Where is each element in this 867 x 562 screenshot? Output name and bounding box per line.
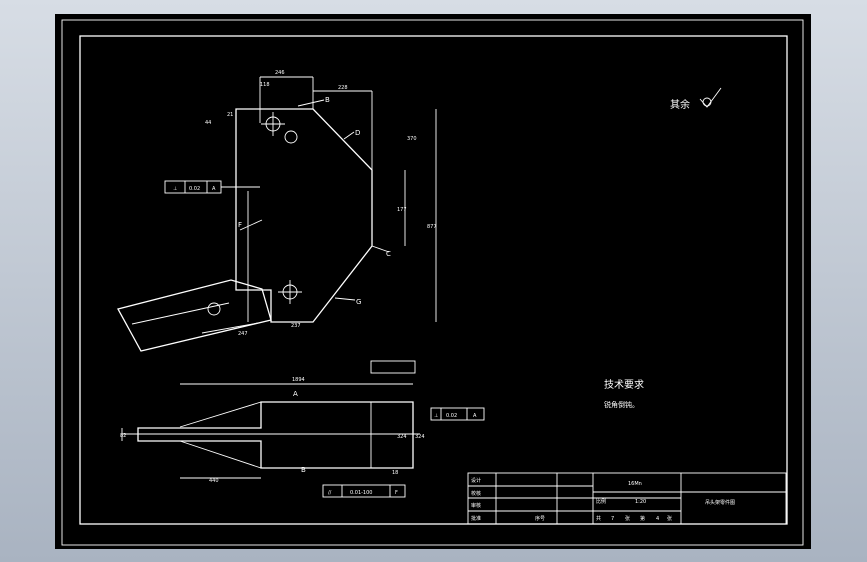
leader-G [334,297,356,301]
roughness-label: 其余 [670,98,690,111]
drawing-background [55,14,811,549]
dimension-228: 228 [338,85,348,91]
tolerance-frame-2 [430,407,485,421]
title-block [467,472,787,525]
title-block-scale-label: 比例 [596,498,606,505]
dimension-370: 370 [407,136,417,142]
title-block-review: 审核 [471,502,481,509]
title-block-check: 校核 [471,490,481,497]
title-block-total-value: 7 [611,516,614,522]
tolerance-value-1: 0.02 [189,186,200,192]
label-D: D [355,129,360,137]
title-block-material: 16Mn [628,481,642,487]
tolerance-frame-3 [322,484,406,498]
front-section-line [179,401,262,428]
leader-C [371,245,390,253]
dimension-21: 21 [227,112,233,118]
front-dimension-18: 18 [392,470,398,476]
dimension-118: 118 [260,82,270,88]
leader-D [343,131,355,140]
title-block-frame [467,472,787,525]
flatness-frame [370,360,416,374]
roughness-circle-icon [702,97,712,107]
outer-frame [61,19,804,546]
title-block-sheet-label: 第 [640,515,645,522]
dimension-246: 246 [275,70,285,76]
arm-centerline [131,302,230,325]
leader-B [297,99,325,107]
tolerance-datum-3: F [395,490,398,496]
top-view [117,76,437,352]
leader-F [239,219,263,231]
front-dimension-324-left: 324 [397,434,407,440]
tolerance-frame-perpendicular [164,180,485,498]
roughness-icon [699,87,722,108]
label-G: G [356,298,361,306]
title-block-approve: 批准 [471,515,481,522]
tolerance-value-3: 0.01-100 [350,490,372,496]
label-B: B [325,96,330,104]
tolerance-datum-1: A [212,186,216,192]
front-dimension-1894: 1894 [292,377,305,383]
tolerance-symbol-1: ⊥ [173,186,177,192]
tolerance-datum-2: A [473,413,477,419]
dimension-177: 177 [397,207,407,213]
title-block-seq: 序号 [535,515,545,522]
dimension-877: 877 [427,224,437,230]
hole-arm [207,302,221,316]
front-section-line-2 [179,440,262,469]
tolerance-value-2: 0.02 [446,413,457,419]
arm-centerline-short [201,322,259,334]
roughness-symbol [699,87,722,108]
dimension-247: 247 [238,331,248,337]
tech-requirements-body: 锐角倒钝。 [604,400,639,409]
title-block-name: 吊头架零件图 [705,499,735,506]
label-C: C [386,250,391,258]
title-block-sheet-value: 4 [656,516,659,522]
hole-top-right [284,130,298,144]
front-label-B: B [301,466,306,474]
label-F: F [238,221,242,229]
front-dimension-324-right: 324 [415,434,425,440]
slanted-arm-outline [117,279,272,352]
inner-frame [79,35,788,525]
front-dimension-440: 440 [209,478,219,484]
front-label-A: A [293,390,298,398]
tolerance-symbol-2: ⊥ [434,413,438,419]
front-dimension-82: 82 [120,433,126,439]
title-block-scale-value: 1:20 [635,499,646,505]
dimension-237: 237 [291,323,301,329]
title-block-total-unit: 张 [625,515,630,522]
dimension-44: 44 [205,120,211,126]
title-block-total-label: 共 [596,515,601,522]
title-block-sheet-unit: 张 [667,515,672,522]
tolerance-symbol-3: // [328,490,332,496]
title-block-design: 设计 [471,477,481,484]
front-view [121,383,420,479]
tech-requirements-title: 技术要求 [604,378,644,391]
